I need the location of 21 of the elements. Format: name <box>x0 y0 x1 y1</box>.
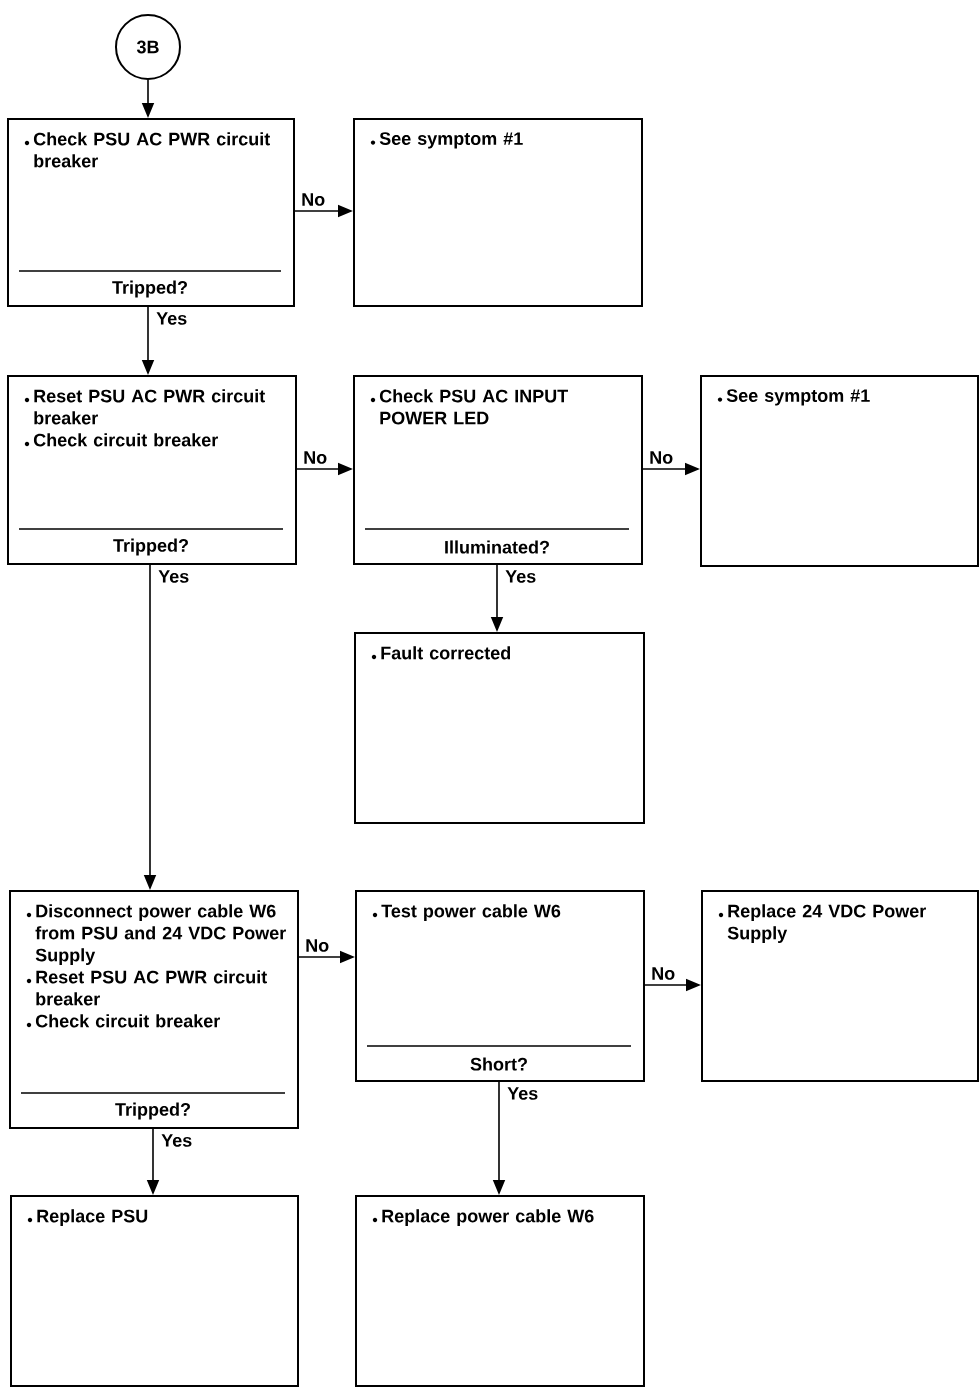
step-box: Reset PSU AC PWR circuit breaker Check circuit breaker Tripped? <box>7 375 297 565</box>
edge-label: No <box>650 966 677 981</box>
step-box: Fault corrected <box>354 632 645 824</box>
step-box: Check PSU AC PWR circuit breaker Tripped? <box>7 118 295 307</box>
step-box: See symptom #1 <box>700 375 979 567</box>
edge-label: No <box>304 938 331 953</box>
step-box: See symptom #1 <box>353 118 643 307</box>
step-box: Disconnect power cable W6 from PSU and 24 VDC Power Supply Reset PSU AC PWR circuit breaker Check circuit breaker Tripped? <box>9 890 299 1129</box>
edge-label: Yes <box>506 1086 540 1101</box>
step-box: Test power cable W6 Short? <box>355 890 645 1082</box>
edge-label: No <box>648 450 675 465</box>
step-box: Replace PSU <box>10 1195 299 1387</box>
edge-label: Yes <box>160 1133 194 1148</box>
edge-label: Yes <box>155 311 189 326</box>
edge-label: Yes <box>157 569 191 584</box>
edge-label: No <box>300 192 327 207</box>
step-box: Check PSU AC INPUT POWER LED Illuminated? <box>353 375 643 565</box>
edge-label: Yes <box>504 569 538 584</box>
step-box: Replace power cable W6 <box>355 1195 645 1387</box>
edge-label: No <box>302 450 329 465</box>
step-box: Replace 24 VDC Power Supply <box>701 890 979 1082</box>
